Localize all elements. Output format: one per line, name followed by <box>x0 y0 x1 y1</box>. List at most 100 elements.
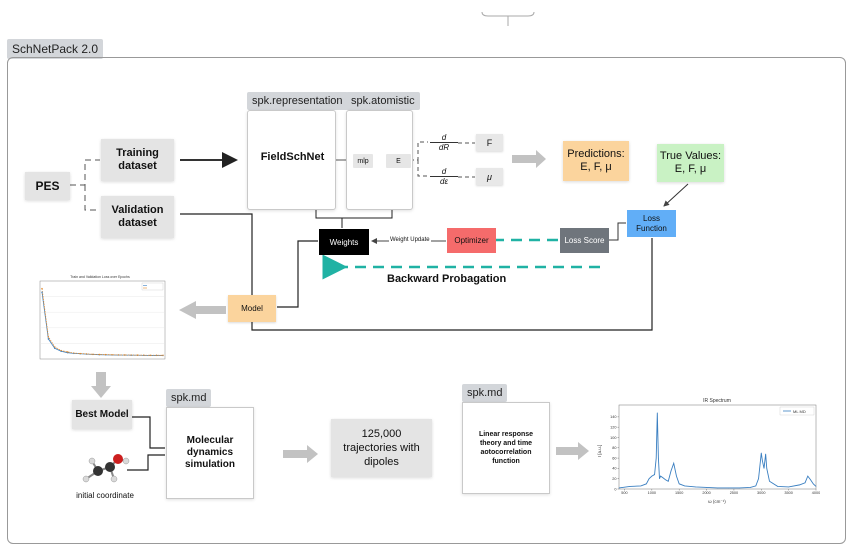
representation-card: FieldSchNet <box>247 110 336 210</box>
ir-point <box>660 475 661 477</box>
loss-plot-legend <box>141 282 164 291</box>
ir-point <box>728 487 729 489</box>
derivative-de: d dε <box>430 167 458 186</box>
ir-point <box>758 478 759 479</box>
ir-point <box>695 486 696 488</box>
deriv-de-num: d <box>441 167 447 176</box>
loss-point <box>162 354 164 357</box>
ir-point <box>651 475 653 477</box>
ir-ytick-label: 120 <box>610 425 616 429</box>
ir-ytick-label: 140 <box>610 415 616 419</box>
ir-xtick-label: 500 <box>621 491 627 495</box>
ir-xtick-label: 1000 <box>648 491 656 495</box>
ir-point <box>654 474 655 475</box>
deriv-dr-num: d <box>441 133 447 142</box>
true-values-values: E, F, μ <box>674 163 707 175</box>
initial-coordinate-label: initial coordinate <box>76 491 134 500</box>
loss-series-validation <box>41 288 164 356</box>
ir-point <box>763 468 765 469</box>
force-box: F <box>476 134 503 151</box>
loss-plot-grid <box>40 296 165 344</box>
ir-series-ml-md <box>618 412 817 489</box>
loss-point <box>60 349 62 352</box>
ir-point <box>678 483 680 485</box>
ir-point <box>804 482 806 484</box>
energy-box: E <box>386 154 411 168</box>
predictions-box: Predictions: E, F, μ <box>563 141 629 181</box>
model-box: Model <box>228 295 276 322</box>
loss-point <box>54 347 56 350</box>
ir-point <box>668 481 669 482</box>
loss-point <box>149 354 151 356</box>
ir-point <box>659 478 660 479</box>
atomistic-card: mlp E <box>346 110 413 210</box>
loss-point <box>73 352 75 354</box>
loss-plot-title: Train and Validation Loss over Epochs <box>70 275 130 279</box>
loss-point <box>92 353 94 355</box>
ir-legend-label: ML MD <box>793 409 806 414</box>
ir-point <box>813 483 814 485</box>
linear-response-card: Linear response theory and time aotocorr… <box>462 402 550 494</box>
ir-point <box>658 457 659 459</box>
title-tag: SchNetPack 2.0 <box>7 39 104 59</box>
validation-dataset-box: Validation dataset <box>101 196 174 238</box>
loss-point <box>41 287 43 290</box>
trajectories-box: 125,000 trajectories with dipoles <box>331 419 432 477</box>
ir-point <box>673 462 674 464</box>
loss-point <box>143 354 145 356</box>
ir-point <box>629 486 631 487</box>
ir-ytick-label: 20 <box>612 477 616 481</box>
ir-xtick-label: 2000 <box>702 491 710 495</box>
deriv-de-den: dε <box>430 176 458 186</box>
loss-point <box>85 353 88 355</box>
loss-point <box>117 354 120 356</box>
ir-point <box>618 487 620 489</box>
predictions-title: Predictions: <box>567 148 625 160</box>
spk-atomistic-tag: spk.atomistic <box>346 92 420 110</box>
spk-representation-tag: spk.representation <box>247 92 348 110</box>
loss-point <box>98 353 101 356</box>
ir-point <box>765 453 766 455</box>
ir-point <box>670 470 672 472</box>
ir-ytick-label: 0 <box>614 487 616 491</box>
dipole-box: μ <box>476 168 503 185</box>
ir-point <box>665 479 666 480</box>
ir-point <box>761 452 762 454</box>
ir-point <box>662 477 664 478</box>
ir-xtick-label: 4000 <box>812 491 820 495</box>
ir-point <box>807 475 809 477</box>
ir-point <box>684 485 685 487</box>
ir-point <box>648 478 650 479</box>
ir-point <box>640 485 642 487</box>
loss-points <box>41 287 164 357</box>
loss-point <box>54 346 56 348</box>
ir-ylabel: I [a.u.] <box>597 445 602 458</box>
ir-ytick-label: 80 <box>612 446 616 450</box>
training-dataset-box: Training dataset <box>101 139 174 181</box>
ir-ytick-label: 100 <box>610 436 616 440</box>
true-values-title: True Values: <box>659 150 722 162</box>
ir-point <box>777 486 778 487</box>
loss-function-box: Loss Function <box>627 210 676 237</box>
ir-point <box>815 486 817 487</box>
loss-point <box>111 354 113 356</box>
ir-ytick-label: 60 <box>612 456 616 460</box>
derivative-dr: d dR <box>430 133 458 152</box>
ir-xtick-label: 1500 <box>675 491 683 495</box>
md-simulation-card: Molecular dynamics simulation <box>166 407 254 499</box>
ir-title: IR Spectrum <box>703 398 731 404</box>
true-values-box: True Values: E, F, μ <box>657 144 724 182</box>
best-model-box: Best Model <box>72 400 132 429</box>
loss-point <box>47 336 50 338</box>
ir-point <box>657 412 658 414</box>
ir-point <box>655 457 657 459</box>
loss-point <box>155 354 158 356</box>
ir-point <box>769 481 770 482</box>
ir-xlabel: ω (cm⁻¹) <box>708 499 726 504</box>
ir-points <box>618 412 817 489</box>
ir-point <box>810 479 811 480</box>
ir-xtick-label: 3500 <box>784 491 792 495</box>
ir-point <box>676 475 677 477</box>
